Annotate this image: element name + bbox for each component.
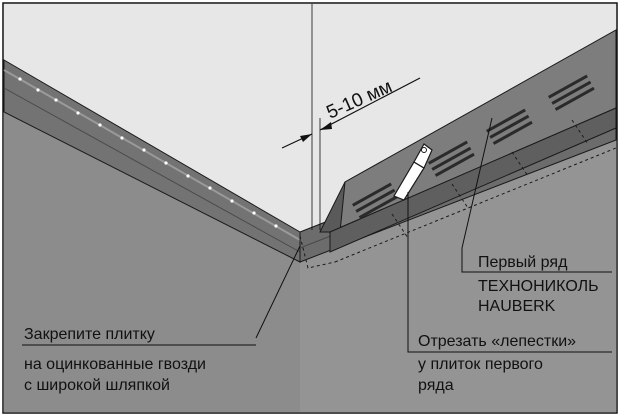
fasten-line-1: Закрепите плитку (24, 326, 155, 343)
shingle-lower-band (329, 107, 617, 253)
fasten-line-3: с широкой шляпкой (24, 377, 170, 394)
roof-deck (4, 4, 616, 232)
right-front-face (300, 140, 616, 412)
cut-lines (299, 119, 617, 269)
left-front-face (4, 112, 300, 412)
fasten-callout: Закрепите плитку на оцинкованные гвозди … (24, 326, 206, 394)
cut-petals-line-3: ряда (418, 377, 454, 394)
fasten-leader (255, 245, 301, 339)
first-row-callout: Первый ряд ТЕХНОНИКОЛЬ HAUBERK (478, 254, 599, 315)
first-row-line-1: Первый ряд (478, 254, 568, 271)
shingle-slots (352, 74, 595, 219)
left-drip-edge-fold (3, 87, 301, 253)
left-drip-edge-highlight (3, 69, 301, 241)
first-row-line-2: ТЕХНОНИКОЛЬ (478, 278, 599, 295)
first-row-leader (461, 117, 612, 273)
knife-icon (393, 143, 433, 201)
first-row-line-3: HAUBERK (478, 298, 556, 315)
dimension-marker (281, 4, 421, 230)
cut-petals-line-1: Отрезать «лепестки» (418, 333, 576, 350)
cut-petals-line-2: у плиток первого (418, 356, 543, 373)
fasten-line-2: на оцинкованные гвозди (24, 356, 206, 373)
left-nail-row (18, 77, 278, 228)
cut-petals-callout: Отрезать «лепестки» у плиток первого ряд… (418, 333, 576, 394)
cut-petals-leader (407, 192, 612, 353)
